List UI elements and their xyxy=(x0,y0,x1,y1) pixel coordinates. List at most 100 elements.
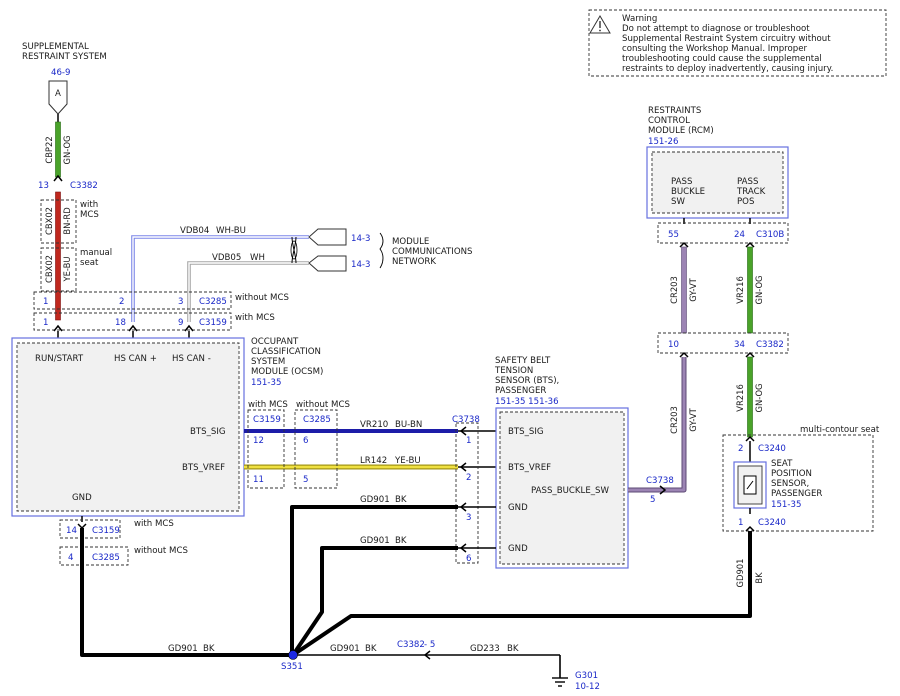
c3285-ocsm-note: without MCS xyxy=(235,293,289,303)
ocsm-pin-gnd: GND xyxy=(72,493,92,503)
c310b-frame xyxy=(657,222,789,244)
wire-cbx02 xyxy=(55,191,61,321)
warning-line-3: consulting the Workshop Manual. Improper xyxy=(622,44,807,54)
c3285-gnd-frame xyxy=(59,546,129,566)
ocsm-pin-hs-can-minus: HS CAN - xyxy=(172,354,211,364)
c3382-bottom-pin: - 5 xyxy=(424,640,435,650)
bts-title-3: SENSOR (BTS), xyxy=(495,376,559,386)
ocsm-pin-bts-sig: BTS_SIG xyxy=(190,427,226,437)
wire-vdb04-circuit: VDB04 xyxy=(180,226,209,236)
network-ref-1[interactable]: 14-3 xyxy=(351,234,371,244)
warning-line-2: Supplemental Restraint System circuitry … xyxy=(622,34,831,44)
ocsm-title-4: MODULE (OCSM) xyxy=(251,367,323,377)
c3738-right-name[interactable]: C3738 xyxy=(646,476,674,486)
c3285-ocsm-pin-2: 2 xyxy=(119,297,124,307)
c3738-right-pin: 5 xyxy=(650,495,655,505)
multi-contour-seat-label: multi-contour seat xyxy=(800,425,880,435)
rcm-ref[interactable]: 151-26 xyxy=(648,137,678,147)
bts-pin-vref: BTS_VREF xyxy=(508,463,551,473)
wire-vdb04-color: WH-BU xyxy=(216,226,246,236)
wire-cbx02-mcs-note-1: with xyxy=(80,200,98,210)
seat-title-1: SEAT xyxy=(771,459,793,469)
rcm-title-1: RESTRAINTS xyxy=(648,106,701,116)
warning-panel: Warning Do not attempt to diagnose or tr… xyxy=(588,9,887,77)
srs-connector-letter: A xyxy=(55,89,61,99)
c3382-top-name[interactable]: C3382 xyxy=(70,181,98,191)
splice-name[interactable]: S351 xyxy=(281,662,303,672)
c3159-gnd-name[interactable]: C3159 xyxy=(92,526,120,536)
multi-contour-seat-zone xyxy=(722,434,874,532)
sensor-icon xyxy=(743,475,757,495)
c3240-top-name[interactable]: C3240 xyxy=(758,444,786,454)
wire-cbx02-manual-note-1: manual xyxy=(80,248,112,258)
c3738-left-pin-2: 2 xyxy=(466,473,471,483)
c3738-left-pin-3: 3 xyxy=(466,513,471,523)
warning-frame xyxy=(588,9,887,77)
c3285-ocsm-pin-3: 3 xyxy=(178,297,183,307)
warning-title: Warning xyxy=(622,14,657,24)
wire-gd901-bts-1-circuit: GD901 xyxy=(360,495,390,505)
wire-gd901-seat-circuit: GD901 xyxy=(735,559,745,588)
ground-ref[interactable]: 10-12 xyxy=(575,682,600,692)
wire-vr216-bottom xyxy=(747,356,753,438)
c3285-ocsm-pin-1: 1 xyxy=(43,297,48,307)
bts-refs[interactable]: 151-35 151-36 xyxy=(495,397,559,407)
rcm-pin-a-2: BUCKLE xyxy=(671,187,705,197)
wire-cr203-top-color: GY-VT xyxy=(688,277,698,301)
bts-title-2: TENSION xyxy=(494,366,533,376)
wire-vdb05-color: WH xyxy=(250,253,265,263)
c3285-bts-name[interactable]: C3285 xyxy=(303,415,331,425)
wire-vr210-circuit: VR210 xyxy=(360,420,388,430)
srs-ref[interactable]: 46-9 xyxy=(51,68,71,78)
warning-line-5: restraints to deploy inadvertently, caus… xyxy=(622,64,833,74)
wire-vr216-bottom-circuit: VR216 xyxy=(735,384,745,412)
c3285-gnd-pin: 4 xyxy=(68,553,73,563)
c3285-bts-note: without MCS xyxy=(296,400,350,410)
c3285-gnd-name[interactable]: C3285 xyxy=(92,553,120,563)
wire-gd901-bts-2 xyxy=(291,546,458,657)
ocsm-ref[interactable]: 151-35 xyxy=(251,378,281,388)
c3159-ocsm-name[interactable]: C3159 xyxy=(199,318,227,328)
c3382-top-arrow xyxy=(53,174,63,182)
c3382-mid-name[interactable]: C3382 xyxy=(756,340,784,350)
c310b-name[interactable]: C310B xyxy=(756,230,784,240)
c3159-bts-name[interactable]: C3159 xyxy=(253,415,281,425)
wire-gd901-ocsm-circuit: GD901 xyxy=(168,644,198,654)
wire-cbp22-color: GN-OG xyxy=(62,135,72,164)
ocsm-title-1: OCCUPANT xyxy=(251,337,299,347)
c3159-gnd-pin: 14 xyxy=(66,526,77,536)
c3738-left-name[interactable]: C3738 xyxy=(452,415,480,425)
network-connector-1 xyxy=(308,228,347,246)
ground-icon xyxy=(552,677,568,687)
wire-cbx02-mcs-note-2: MCS xyxy=(80,210,99,220)
wire-vr216-top xyxy=(747,246,753,334)
c3159-gnd-frame xyxy=(59,519,121,539)
rcm-pin-b-1: PASS xyxy=(737,177,758,187)
splice-s351-dot xyxy=(288,650,298,660)
c310b-pin-24: 24 xyxy=(734,230,745,240)
c3382-mid-pin-10: 10 xyxy=(668,340,679,350)
network-label-2: COMMUNICATIONS xyxy=(392,247,473,257)
c3159-ocsm-pin-18: 18 xyxy=(115,318,126,328)
rcm-pin-b-2: TRACK xyxy=(736,187,766,197)
warning-line-4: troubleshooting could cause the suppleme… xyxy=(622,54,822,64)
c3285-ocsm-name[interactable]: C3285 xyxy=(199,297,227,307)
seat-title-3: SENSOR, xyxy=(771,479,809,489)
wire-cr203-bottom-color: GY-VT xyxy=(688,407,698,431)
c3382-bottom-name[interactable]: C3382 xyxy=(397,640,425,650)
wire-gd901-seat-color: BK xyxy=(754,572,764,584)
srs-title-2: RESTRAINT SYSTEM xyxy=(22,52,107,62)
bts-pin-sig: BTS_SIG xyxy=(508,427,544,437)
c3159-bts-frame xyxy=(247,409,285,489)
rcm-title-3: MODULE (RCM) xyxy=(648,126,714,136)
wire-gd233-color: BK xyxy=(507,644,519,654)
bts-pin-gnd-1: GND xyxy=(508,503,528,513)
ocsm-title-2: CLASSIFICATION xyxy=(251,347,321,357)
c3159-ocsm-pin-9: 9 xyxy=(178,318,183,328)
ground-name[interactable]: G301 xyxy=(575,671,598,681)
network-ref-2[interactable]: 14-3 xyxy=(351,260,371,270)
seat-ref[interactable]: 151-35 xyxy=(771,500,801,510)
c3285-gnd-note: without MCS xyxy=(134,546,188,556)
c3240-bottom-name[interactable]: C3240 xyxy=(758,518,786,528)
wire-cbx02-manual-circuit: CBX02 xyxy=(44,255,54,283)
